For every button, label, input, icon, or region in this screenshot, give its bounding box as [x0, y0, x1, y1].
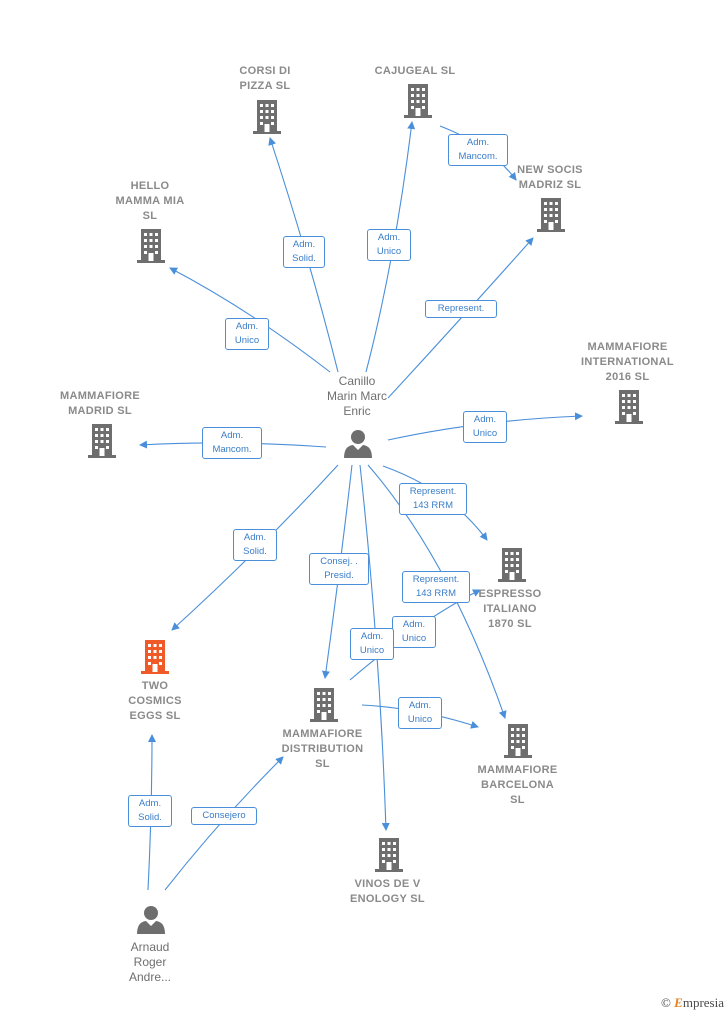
building-icon — [615, 390, 643, 424]
person-label: Arnaud Roger Andre... — [128, 940, 172, 984]
edge-label-dist-barcelona[interactable]: Adm. Unico — [398, 697, 442, 729]
node-label: MAMMAFIORE INTERNATIONAL 2016 SL — [581, 341, 674, 383]
building-icon — [375, 838, 403, 872]
edge-label-barcelona[interactable]: Represent. 143 RRM — [402, 571, 470, 603]
building-icon — [537, 198, 565, 232]
node-label: ESPRESSO ITALIANO 1870 SL — [478, 588, 542, 630]
empresia-logo: © Empresia — [661, 995, 724, 1011]
edge-label-hello[interactable]: Adm. Unico — [225, 318, 269, 350]
edge-line-hello — [169, 267, 331, 373]
edge-label-newsocis[interactable]: Represent. — [425, 300, 497, 318]
edge-label-arnaud-two[interactable]: Adm. Solid. — [128, 795, 172, 827]
edge-label-dist-espresso-a[interactable]: Adm. Unico — [392, 616, 436, 648]
edge-label-mfmadrid[interactable]: Adm. Mancom. — [202, 427, 262, 459]
edge-label-mfint[interactable]: Adm. Unico — [463, 411, 507, 443]
node-label: HELLO MAMMA MIA SL — [115, 180, 185, 222]
node-label: CORSI DI PIZZA SL — [239, 65, 291, 92]
copyright-symbol: © — [661, 995, 671, 1010]
node-label: MAMMAFIORE MADRID SL — [60, 390, 140, 417]
building-icon — [141, 640, 169, 674]
edge-label-two[interactable]: Adm. Solid. — [233, 529, 277, 561]
brand-initial: E — [674, 995, 683, 1010]
person-label: Canillo Marin Marc Enric — [326, 374, 387, 418]
person-icon — [344, 430, 372, 458]
brand-name: mpresia — [682, 995, 724, 1010]
building-icon — [310, 688, 338, 722]
node-label: MAMMAFIORE BARCELONA SL — [477, 764, 558, 806]
edge-label-corsi[interactable]: Adm. Solid. — [283, 236, 325, 268]
edge-label-arnaud-dist[interactable]: Consejero — [191, 807, 257, 825]
building-icon — [253, 100, 281, 134]
person-icon — [137, 906, 165, 934]
edge-line-newsocis — [387, 237, 534, 399]
node-label: VINOS DE V ENOLOGY SL — [350, 878, 425, 905]
node-label: TWO COSMICS EGGS SL — [128, 680, 182, 722]
building-icon — [504, 724, 532, 758]
building-icon — [137, 229, 165, 263]
edge-label-cajugeal-newsocis[interactable]: Adm. Mancom. — [448, 134, 508, 166]
edge-label-mfdist[interactable]: Consej. . Presid. — [309, 553, 369, 585]
building-icon — [88, 424, 116, 458]
edge-label-cajugeal[interactable]: Adm. Unico — [367, 229, 411, 261]
edge-label-dist-espresso-b[interactable]: Adm. Unico — [350, 628, 394, 660]
edge-label-espresso[interactable]: Represent. 143 RRM — [399, 483, 467, 515]
building-icon — [498, 548, 526, 582]
building-icon — [404, 84, 432, 118]
node-label: NEW SOCIS MADRIZ SL — [517, 164, 583, 191]
node-label: MAMMAFIORE DISTRIBUTION SL — [281, 728, 364, 770]
node-label: CAJUGEAL SL — [374, 65, 456, 77]
